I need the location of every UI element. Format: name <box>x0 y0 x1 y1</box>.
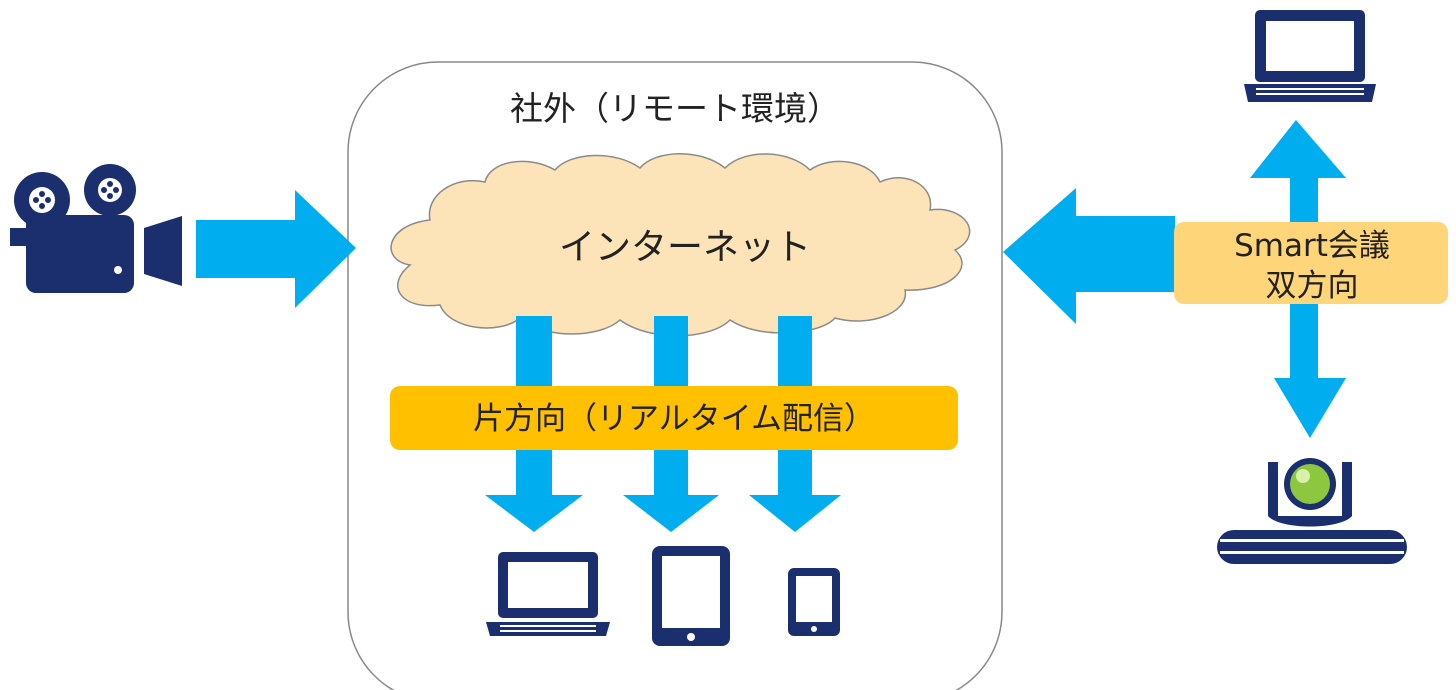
smart-meeting-mode: 双方向 <box>1265 268 1359 304</box>
one-way-band <box>390 386 958 450</box>
webcam-icon <box>1217 458 1407 564</box>
internet-cloud <box>390 153 971 337</box>
remote-environment-title: 社外（リモート環境） <box>510 89 840 128</box>
smart-meeting-laptop-icon <box>1244 10 1376 102</box>
smart-meeting-bidirectional-arrow <box>1250 120 1346 438</box>
smart-meeting-band <box>1174 222 1448 304</box>
one-way-streaming-label: 片方向（リアルタイム配信） <box>472 401 876 437</box>
smart-meeting-name: Smart会議 <box>1234 228 1390 264</box>
internet-label: インターネット <box>558 227 811 268</box>
camera-to-internet-arrow <box>196 190 356 308</box>
smart-meeting-label: Smart会議 双方向 <box>1176 226 1448 306</box>
viewer-smartphone-icon <box>788 568 840 636</box>
viewer-tablet-icon <box>652 546 730 646</box>
video-camera-icon <box>10 164 182 293</box>
viewer-laptop-icon <box>486 552 610 636</box>
smart-meeting-to-internet-arrow <box>1003 188 1175 324</box>
